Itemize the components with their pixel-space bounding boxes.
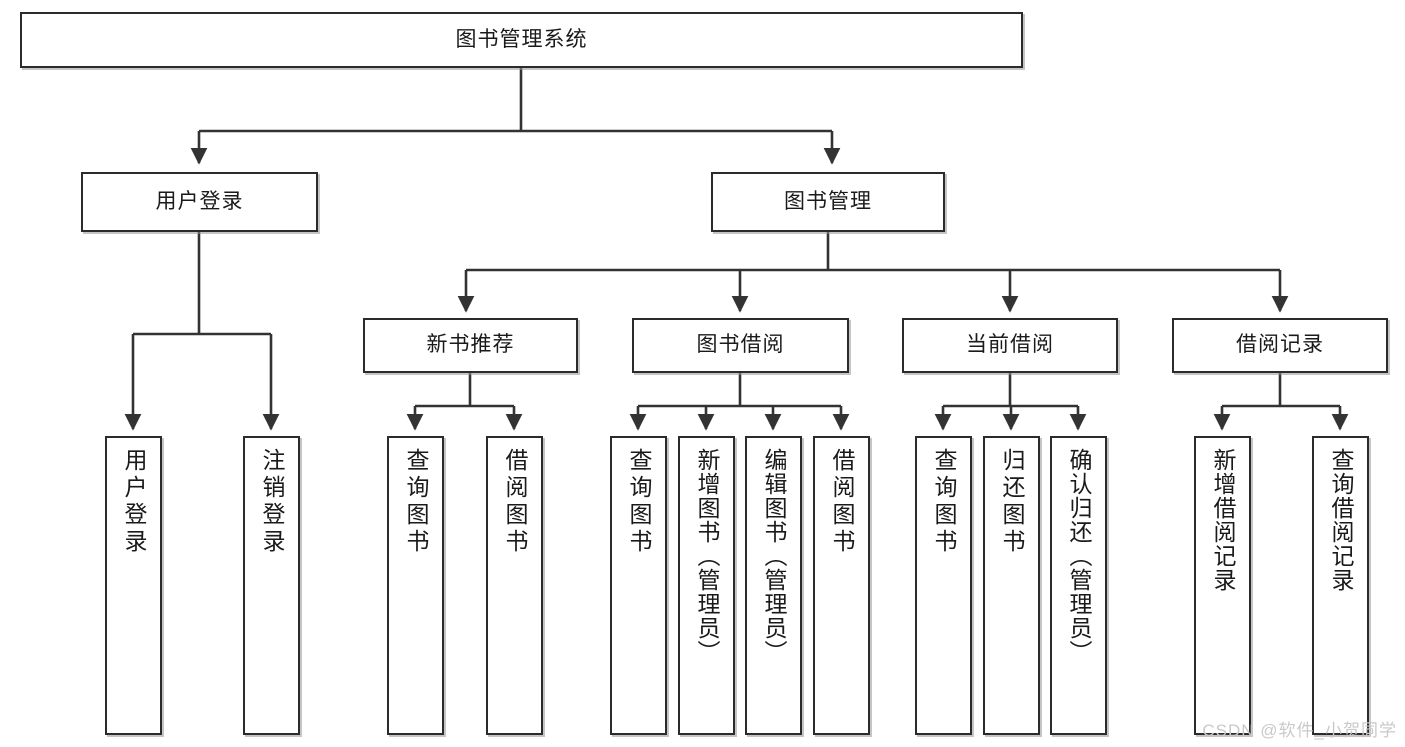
leaf-query-record[interactable]: 查询借阅记录 (1312, 436, 1369, 735)
node-user-login[interactable]: 用户登录 (81, 172, 318, 232)
leaf-add-record-label: 新增借阅记录 (1210, 448, 1236, 592)
leaf-add-record[interactable]: 新增借阅记录 (1194, 436, 1251, 735)
node-current-borrow-label: 当前借阅 (966, 333, 1054, 357)
leaf-confirm-return[interactable]: 确认归还（管理员） (1050, 436, 1107, 735)
leaf-borrow-book-2[interactable]: 借阅图书 (813, 436, 870, 735)
node-root[interactable]: 图书管理系统 (20, 12, 1023, 68)
leaf-edit-book-label: 编辑图书（管理员） (761, 448, 787, 664)
leaf-return-book-label: 归还图书 (999, 448, 1025, 556)
leaf-return-book[interactable]: 归还图书 (983, 436, 1040, 735)
node-book-manage-label: 图书管理 (784, 189, 872, 213)
leaf-query-record-label: 查询借阅记录 (1328, 448, 1354, 592)
leaf-query-book-2-label: 查询图书 (626, 448, 652, 556)
node-borrow-record[interactable]: 借阅记录 (1172, 318, 1388, 373)
leaf-borrow-book-1[interactable]: 借阅图书 (486, 436, 543, 735)
leaf-add-book-label: 新增图书（管理员） (694, 448, 720, 664)
leaf-user-login-label: 用户登录 (121, 448, 147, 556)
leaf-logout[interactable]: 注销登录 (243, 436, 300, 735)
leaf-query-book-3[interactable]: 查询图书 (915, 436, 972, 735)
leaf-query-book-3-label: 查询图书 (931, 448, 957, 556)
leaf-user-login[interactable]: 用户登录 (105, 436, 162, 735)
leaf-edit-book[interactable]: 编辑图书（管理员） (745, 436, 802, 735)
node-new-book-rec[interactable]: 新书推荐 (363, 318, 578, 373)
node-borrow-record-label: 借阅记录 (1236, 333, 1324, 357)
leaf-confirm-return-label: 确认归还（管理员） (1066, 448, 1092, 664)
node-new-book-rec-label: 新书推荐 (426, 333, 515, 357)
leaf-add-book[interactable]: 新增图书（管理员） (678, 436, 735, 735)
leaf-borrow-book-1-label: 借阅图书 (502, 448, 528, 556)
node-book-borrow-label: 图书借阅 (696, 333, 785, 357)
node-current-borrow[interactable]: 当前借阅 (902, 318, 1118, 373)
leaf-query-book-2[interactable]: 查询图书 (610, 436, 667, 735)
leaf-logout-label: 注销登录 (259, 448, 285, 556)
node-book-borrow[interactable]: 图书借阅 (632, 318, 849, 373)
leaf-query-book-1-label: 查询图书 (403, 448, 429, 556)
csdn-watermark: CSDN @软件_小贺同学 (1202, 721, 1397, 740)
leaf-query-book-1[interactable]: 查询图书 (387, 436, 444, 735)
node-user-login-label: 用户登录 (155, 189, 244, 213)
node-root-label: 图书管理系统 (455, 27, 588, 51)
leaf-borrow-book-2-label: 借阅图书 (829, 448, 855, 556)
node-book-manage[interactable]: 图书管理 (711, 172, 945, 232)
